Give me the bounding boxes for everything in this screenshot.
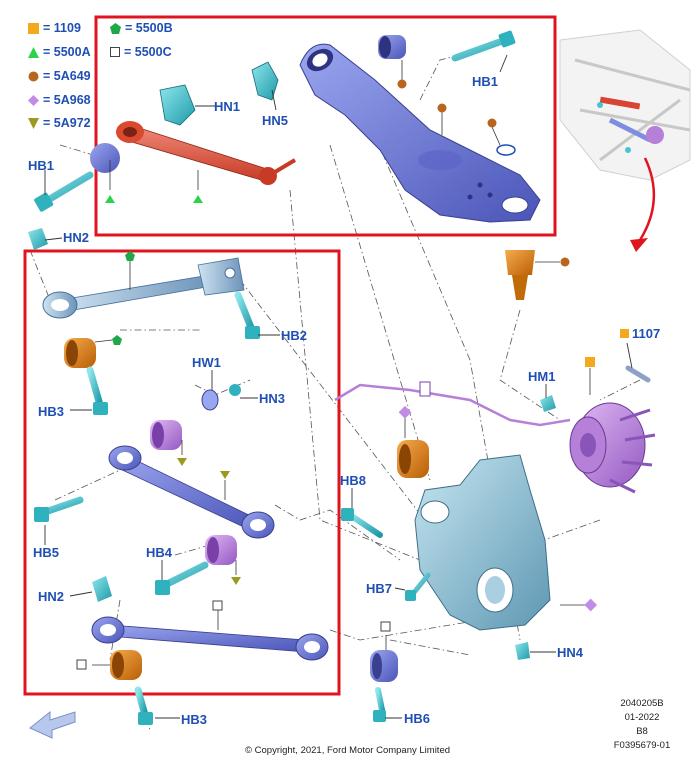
legend-label: = 1109 xyxy=(43,21,81,35)
square-icon xyxy=(620,329,629,338)
diamond-icon xyxy=(28,94,39,106)
label-hb1-left: HB1 xyxy=(28,158,55,173)
abs-cable-clip xyxy=(419,381,431,397)
lower-link-bushing xyxy=(110,650,142,680)
reference-line: 2040205B xyxy=(620,698,664,709)
label-hb5: HB5 xyxy=(33,545,60,560)
wheel-stud xyxy=(625,365,651,383)
legend-label: = 5A972 xyxy=(43,116,91,130)
hb1-bolt-left xyxy=(34,171,94,212)
label-1107-text: 1107 xyxy=(632,326,661,341)
label-hb4: HB4 xyxy=(146,545,173,560)
label-hn1: HN1 xyxy=(214,99,241,114)
square-icon xyxy=(28,22,39,34)
lower-spring-link xyxy=(108,445,275,539)
legend-item-5a968: = 5A968 xyxy=(28,93,91,107)
o-ring-seal xyxy=(496,144,516,156)
hb1-bolt-top xyxy=(451,30,516,62)
label-hb1-top: HB1 xyxy=(472,74,499,89)
circle-icon xyxy=(28,71,39,81)
hb7-bolt xyxy=(405,572,431,601)
legend-label: = 5A649 xyxy=(43,69,91,83)
label-hb7: HB7 xyxy=(366,581,393,596)
upper-arm-bushing xyxy=(378,35,406,59)
hb2-bolt xyxy=(234,291,260,339)
spring-link-bushing-top xyxy=(150,420,182,450)
label-hb2: HB2 xyxy=(281,328,308,343)
hn5-nut-bracket xyxy=(251,61,279,101)
hn1-nut-bracket xyxy=(159,84,196,126)
abs-sensor-cable xyxy=(334,383,571,427)
hb3-bolt-bottom xyxy=(134,686,153,725)
label-hw1: HW1 xyxy=(192,355,221,370)
legend-label: = 5A968 xyxy=(43,93,91,107)
copyright-text: © Copyright, 2021, Ford Motor Company Li… xyxy=(245,745,451,756)
part-symbol-callouts xyxy=(76,60,598,670)
spring-link-bushing-bottom xyxy=(205,535,237,565)
reference-line: F0395679-01 xyxy=(613,740,671,751)
legend-item-1109: = 1109 xyxy=(28,21,81,35)
reference-line: B8 xyxy=(636,726,648,737)
forward-direction-arrow-icon xyxy=(29,710,76,739)
hm1-sensor xyxy=(540,395,556,412)
label-hn2-bottom: HN2 xyxy=(38,589,65,604)
vehicle-location-inset xyxy=(559,29,691,181)
lower-control-link xyxy=(91,616,329,661)
ball-joint xyxy=(505,250,535,300)
label-hn4: HN4 xyxy=(557,645,584,660)
inset-pointer-arrow xyxy=(638,157,656,241)
hn2-nut-top xyxy=(28,228,48,250)
legend-label: = 5500A xyxy=(43,45,91,59)
label-hb3-mid: HB3 xyxy=(38,404,65,419)
lower-arms-highlight-frame xyxy=(23,249,341,696)
label-hn5: HN5 xyxy=(262,113,289,128)
hb6-bolt xyxy=(373,687,386,722)
toe-link-arm xyxy=(116,121,297,185)
toe-link-bushing xyxy=(90,143,120,173)
label-hm1: HM1 xyxy=(528,369,556,384)
triangle-icon xyxy=(28,46,39,58)
hw1-washer xyxy=(201,389,219,411)
upper-control-arm-highlight-frame xyxy=(94,15,557,237)
legend-label: = 5500B xyxy=(125,21,173,35)
wheel-hub-bearing xyxy=(569,402,656,494)
knuckle-lower-bushing xyxy=(370,650,398,682)
legend-item-5500b: = 5500B xyxy=(110,21,173,35)
label-hb3-bottom: HB3 xyxy=(181,712,208,727)
hb5-bolt xyxy=(34,496,84,522)
legend-item-5500a: = 5500A xyxy=(28,45,91,59)
hn3-nut xyxy=(229,384,241,396)
label-leader-lines xyxy=(44,54,633,719)
label-hb8: HB8 xyxy=(340,473,367,488)
hn4-nut xyxy=(515,642,530,660)
lower-tension-link xyxy=(42,257,245,319)
label-1107: 1107 xyxy=(620,326,660,341)
inset-pointer-arrowhead xyxy=(630,238,648,252)
reference-code-block: 2040205B 01-2022 B8 F0395679-01 xyxy=(597,697,687,753)
triangle-down-icon xyxy=(28,117,39,129)
tension-link-bushing xyxy=(64,338,96,368)
pentagon-icon xyxy=(110,22,121,34)
reference-line: 01-2022 xyxy=(624,712,660,723)
knuckle-bushing xyxy=(397,440,429,478)
steering-knuckle xyxy=(414,454,551,631)
square-outline-icon xyxy=(110,47,120,57)
legend-label: = 5500C xyxy=(124,45,172,59)
hb3-bolt-mid xyxy=(86,366,108,415)
legend-item-5500c: = 5500C xyxy=(110,45,172,59)
label-hn2-top: HN2 xyxy=(63,230,90,245)
hn2-nut-bottom xyxy=(92,576,112,602)
hb4-bolt xyxy=(155,561,209,595)
upper-control-arm xyxy=(299,43,541,223)
label-hb6: HB6 xyxy=(404,711,431,726)
hb8-bolt xyxy=(341,508,383,538)
legend-item-5a972: = 5A972 xyxy=(28,116,91,130)
legend-item-5a649: = 5A649 xyxy=(28,69,91,83)
label-hn3: HN3 xyxy=(259,391,286,406)
